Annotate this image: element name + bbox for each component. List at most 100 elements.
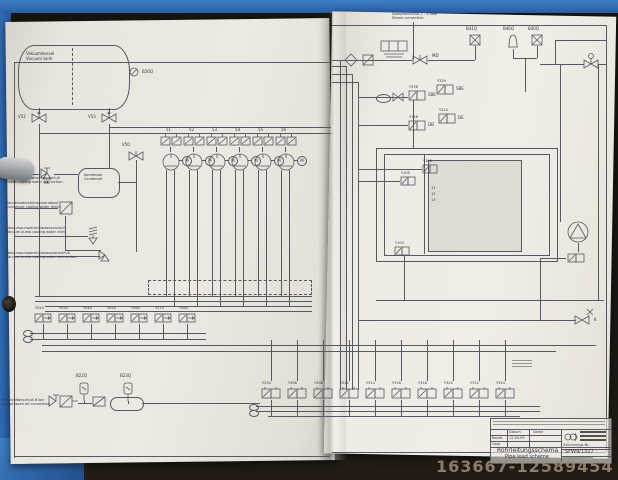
solenoid-valve-label: Y322 [470, 381, 479, 385]
solenoid-valve-label: Y570 [155, 306, 164, 310]
edge-label: Kondensatorkühlwasserablauf Condenser co… [6, 201, 60, 210]
kk-label: KK [44, 180, 50, 185]
drawing-no-label: Zeichnungs-Nr. [563, 443, 590, 447]
solenoid-valve-icon [261, 387, 281, 399]
solenoid-valve-icon [82, 313, 100, 323]
angle-valve-icon [98, 250, 110, 262]
solenoid-valve-icon [394, 246, 410, 256]
solenoid-valve-unit: Y580 [177, 306, 201, 346]
solenoid-valve-label: Y330 [262, 381, 271, 385]
pump-group-number: 54 [235, 127, 241, 132]
motor-icon: M [297, 156, 307, 166]
solenoid-valve-icon [313, 387, 333, 399]
pump-icon [277, 153, 295, 171]
binder-hole [2, 296, 16, 312]
chamber-number: 12 [431, 192, 436, 196]
manifold-bundle [148, 280, 312, 295]
b22q-label: B22Q [76, 373, 87, 378]
vacuum-pump-unit: 54 M [229, 127, 261, 306]
solenoid-valve-unit: Y320 [442, 340, 466, 421]
fan-icon [567, 221, 589, 243]
valve-icon [101, 111, 117, 123]
edge-label: Kondensorkühlwasseranschluß Cooler cooli… [6, 176, 63, 185]
solenoid-valve-unit: Y324 [494, 340, 518, 421]
v50-label: V50 [122, 142, 130, 147]
solenoid-valve-unit: Y520 [33, 306, 57, 346]
pump-icon [231, 153, 249, 171]
binder-edge-left [0, 10, 11, 470]
solenoid-bank-icon [380, 40, 408, 58]
solenoid-valve-icon [567, 253, 585, 263]
air-connection-label: Druckluftanschluß 6 bar Compressed air c… [2, 398, 50, 407]
y103-label: Y103 [395, 241, 404, 245]
solenoid-valve-label: Y318 [418, 381, 427, 385]
solenoid-valve-icon [438, 113, 456, 124]
gauge-oval [376, 94, 391, 103]
solenoid-valve-unit: Y560 [129, 306, 153, 346]
row-bearb: Bearb. [492, 436, 504, 440]
solenoid-valve-unit: Y312 [338, 340, 362, 421]
b23q-label: B23Q [120, 373, 131, 378]
instrument-label: B46Q [503, 26, 514, 31]
condenser-label-en: Condenser [84, 177, 103, 181]
row-gepr: Gepr. [492, 442, 502, 446]
solenoid-valve-label: Y324 [496, 381, 505, 385]
valve-pair-icon [206, 134, 228, 146]
solenoid-valve-icon [34, 313, 52, 323]
solenoid-valve-label: Y308 [314, 381, 323, 385]
valve-id: Y338 [409, 85, 418, 89]
instrument-square-icon [531, 34, 543, 46]
solenoid-valve-icon [408, 120, 426, 131]
instrument-label: B40Q [528, 26, 539, 31]
vacuum-pump-unit: 55 M [252, 127, 284, 306]
solenoid-valve-icon [495, 387, 515, 399]
solenoid-valve-label: Y316 [392, 381, 401, 385]
check-valve-icon [344, 53, 358, 67]
vacuum-tank-label-en: Vacuum tank [26, 56, 53, 61]
md-label: MD [432, 53, 439, 58]
title-en: Pipe lead scheme [505, 454, 549, 460]
pump-icon [162, 153, 180, 171]
watermark-text: 163667-12589454 [436, 457, 614, 476]
vacuum-tank [18, 45, 130, 110]
solenoid-valve-unit: Y540 [81, 306, 105, 346]
solenoid-valve-label: Y320 [444, 381, 453, 385]
company-name-text [580, 431, 606, 441]
chamber-number: 13 [431, 198, 436, 202]
solenoid-valve-label: Y540 [83, 306, 92, 310]
valve-icon [128, 151, 144, 161]
machine-block-outer [376, 148, 558, 262]
strainer-icon [362, 54, 374, 66]
v53-label: V53 [88, 114, 96, 119]
title-block: Datum Name Bearb. 12.04.95 Gepr. Zeichnu… [490, 418, 612, 464]
pump-icon [254, 153, 272, 171]
solenoid-valve-unit: Y570 [153, 306, 177, 346]
machine-block-inner [384, 154, 550, 256]
date-value: 12.04.95 [509, 436, 525, 440]
pump-group-number: 51 [166, 127, 172, 132]
drawing-no: SFW9/1327 [565, 449, 594, 455]
condenser [78, 168, 120, 198]
solenoid-valve-icon [443, 387, 463, 399]
solenoid-valve-icon [130, 313, 148, 323]
valve-tag: DB [428, 122, 434, 127]
pump-group-number: 53 [212, 127, 218, 132]
solenoid-valve-icon [106, 313, 124, 323]
valve-icon [31, 111, 47, 123]
col-name: Name [533, 430, 544, 434]
gauge-icon [123, 382, 133, 401]
solenoid-valve-icon [408, 90, 426, 101]
solenoid-valve-unit: Y530 [57, 306, 81, 346]
solenoid-valve-icon [400, 176, 416, 186]
gauge-icon [79, 382, 89, 401]
valve-icon [574, 315, 590, 325]
vacuum-tank-label-de: Vakuumkessel [26, 51, 55, 56]
solenoid-valve-unit: Y330 [260, 340, 284, 421]
solenoid-valve-unit: Y550 [105, 306, 129, 346]
pump-icon [208, 153, 226, 171]
k-label: K [594, 317, 597, 322]
actuated-valve-icon [583, 53, 599, 69]
solenoid-valve-unit: Y316 [390, 340, 414, 421]
instrument-bell-icon [508, 34, 518, 48]
